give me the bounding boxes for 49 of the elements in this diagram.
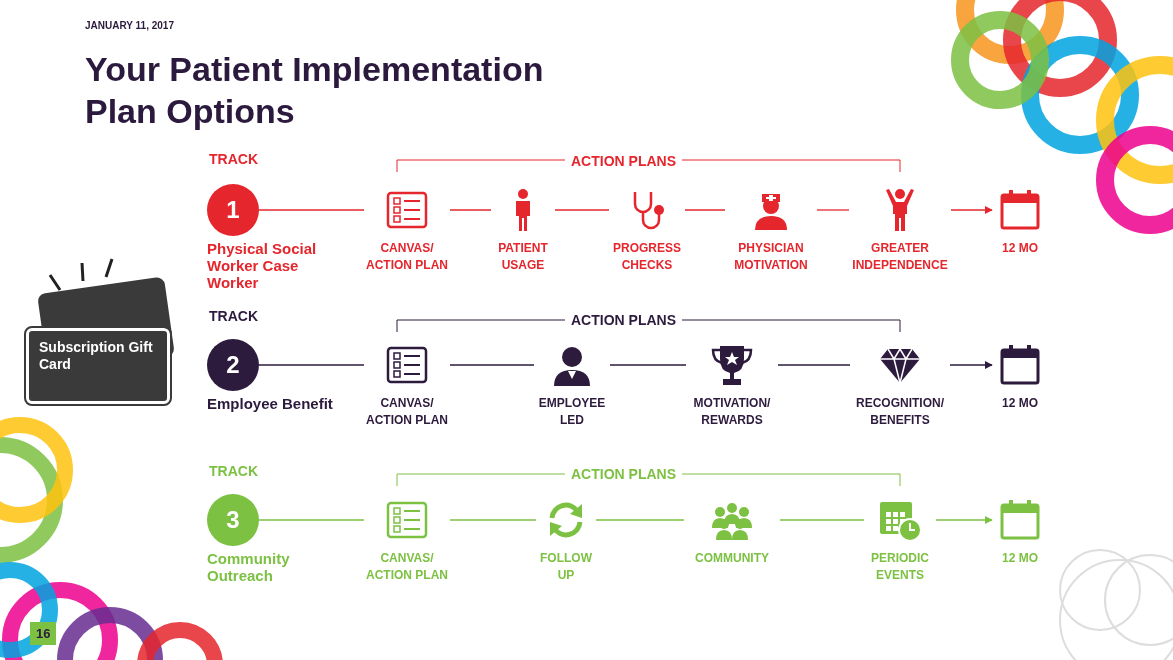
gift-card xyxy=(26,328,170,404)
connector-line xyxy=(595,519,685,521)
connector-line xyxy=(950,206,993,214)
track-number-circle: 3 xyxy=(207,494,259,546)
step-label: PHYSICIAN MOTIVATION xyxy=(733,240,809,274)
step-label: 12 MO xyxy=(1001,240,1039,257)
connector-line xyxy=(449,519,537,521)
step-label: COMMUNITY xyxy=(694,550,770,567)
connector-line xyxy=(609,364,687,366)
title: Your Patient Implementation Plan Options xyxy=(85,49,545,132)
step-label: PATIENT USAGE xyxy=(497,240,549,274)
connector-line xyxy=(449,364,535,366)
track-label: TRACK xyxy=(209,308,258,324)
connector-line xyxy=(258,364,365,366)
step-label: CANVAS/ ACTION PLAN xyxy=(365,550,449,584)
track-description: Employee Benefit xyxy=(207,395,334,412)
bracket-label: ACTION PLANS xyxy=(565,312,682,328)
step-label: PROGRESS CHECKS xyxy=(612,240,682,274)
step-label: 12 MO xyxy=(1001,550,1039,567)
connector-line xyxy=(258,519,365,521)
connector-line xyxy=(777,364,851,366)
track-label: TRACK xyxy=(209,151,258,167)
bracket-label: ACTION PLANS xyxy=(565,153,682,169)
step-label: 12 MO xyxy=(1001,395,1039,412)
step-label: FOLLOW UP xyxy=(539,550,593,584)
track-number-circle: 1 xyxy=(207,184,259,236)
date: JANUARY 11, 2017 xyxy=(85,20,174,31)
connector-line xyxy=(684,209,726,211)
step-label: PERIODIC EVENTS xyxy=(870,550,930,584)
step-label: MOTIVATION/ REWARDS xyxy=(692,395,772,429)
step-label: RECOGNITION/ BENEFITS xyxy=(855,395,945,429)
card-text: Subscription Gift Card xyxy=(39,339,154,373)
connector-line xyxy=(449,209,492,211)
track-number-circle: 2 xyxy=(207,339,259,391)
page-number: 16 xyxy=(30,622,57,645)
connector-line xyxy=(935,516,993,524)
track-description: Community Outreach xyxy=(207,550,291,584)
connector-line xyxy=(949,361,993,369)
connector-line xyxy=(816,209,850,211)
step-label: GREATER INDEPENDENCE xyxy=(851,240,949,274)
connector-line xyxy=(554,209,610,211)
connector-line xyxy=(258,209,365,211)
bracket-label: ACTION PLANS xyxy=(565,466,682,482)
step-label: CANVAS/ ACTION PLAN xyxy=(365,395,449,429)
step-label: EMPLOYEE LED xyxy=(537,395,607,429)
step-label: CANVAS/ ACTION PLAN xyxy=(365,240,449,274)
track-description: Physical Social Worker Case Worker xyxy=(207,240,318,291)
connector-line xyxy=(779,519,865,521)
track-label: TRACK xyxy=(209,463,258,479)
